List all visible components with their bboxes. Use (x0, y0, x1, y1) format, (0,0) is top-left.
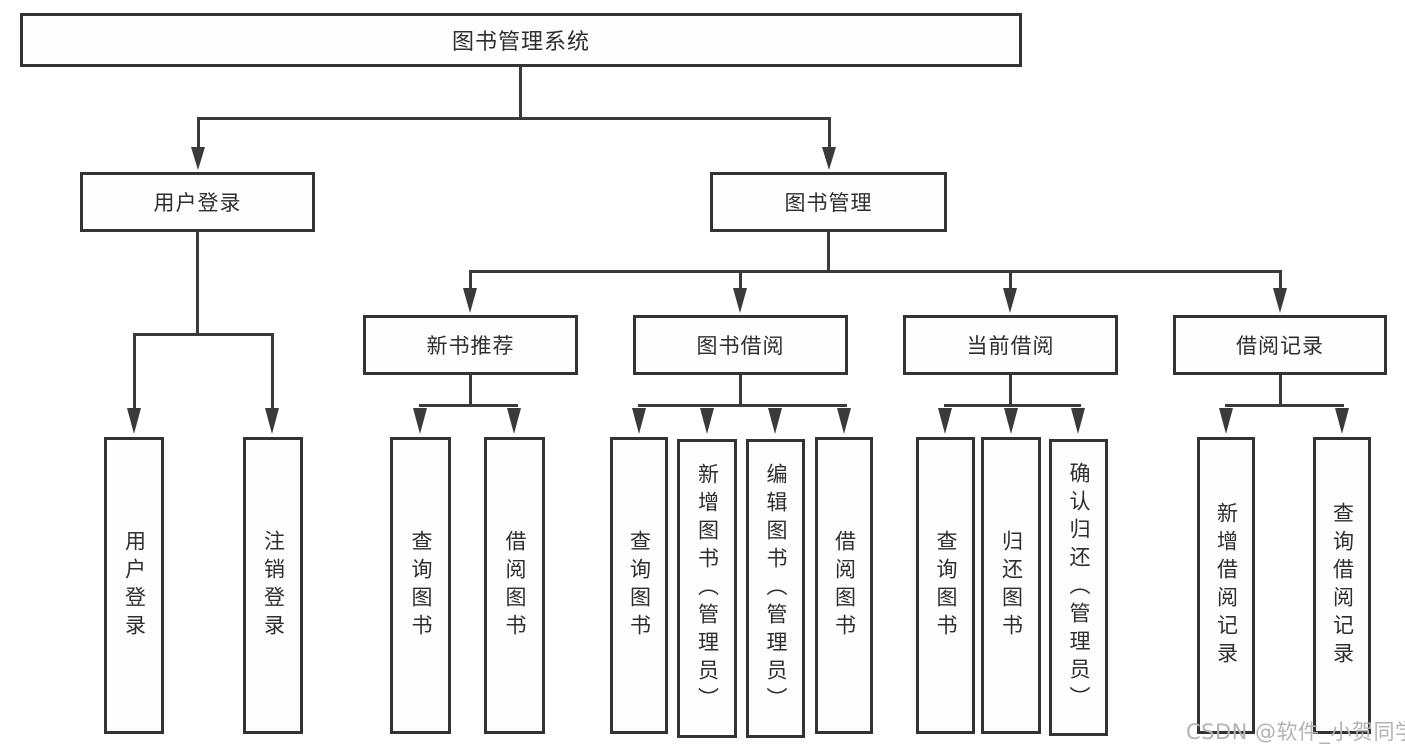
node-label: 新书推荐 (426, 334, 515, 358)
connector-line (944, 404, 1081, 407)
connector-line (1009, 272, 1012, 289)
connector-line (133, 333, 274, 336)
arrow-down-icon (507, 408, 521, 434)
node-label: 查询图书 (934, 529, 958, 642)
node-label: 确认归还（管理员） (1067, 461, 1091, 714)
connector-line (519, 67, 522, 119)
node-book-borrow: 图书借阅 (633, 315, 848, 375)
leaf-query-books-current: 查询图书 (916, 437, 975, 734)
connector-line (638, 404, 847, 407)
leaf-confirm-return-admin: 确认归还（管理员） (1049, 439, 1108, 736)
arrow-down-icon (632, 408, 646, 434)
node-label: 借阅图书 (503, 529, 527, 642)
connector-line (197, 117, 831, 120)
leaf-query-books-recommend: 查询图书 (390, 437, 451, 734)
connector-line (133, 336, 136, 410)
node-current-borrow: 当前借阅 (903, 315, 1118, 375)
node-label: 图书管理系统 (451, 30, 590, 55)
leaf-return-books: 归还图书 (981, 437, 1041, 734)
arrow-down-icon (1219, 408, 1233, 434)
arrow-down-icon (1004, 408, 1018, 434)
connector-line (739, 272, 742, 289)
node-label: 借阅记录 (1236, 334, 1324, 358)
node-label: 用户登录 (153, 191, 242, 215)
arrow-down-icon (837, 408, 851, 434)
leaf-query-borrow-record: 查询借阅记录 (1313, 437, 1371, 734)
csdn-watermark: CSDN @软件_小贺同学 (1186, 720, 1405, 744)
arrow-down-icon (1071, 408, 1085, 434)
arrow-down-icon (700, 408, 714, 434)
arrow-down-icon (191, 147, 205, 170)
connector-line (827, 232, 830, 272)
node-user-login: 用户登录 (80, 172, 315, 232)
node-label: 查询图书 (627, 529, 652, 642)
node-label: 用户登录 (122, 529, 147, 642)
leaf-add-books-admin: 新增图书（管理员） (677, 439, 737, 738)
leaf-add-borrow-record: 新增借阅记录 (1197, 437, 1255, 734)
node-label: 注销登录 (261, 529, 286, 642)
arrow-down-icon (265, 408, 279, 434)
arrow-down-icon (413, 408, 427, 434)
connector-line (1225, 404, 1344, 407)
arrow-down-icon (1273, 288, 1287, 313)
arrow-down-icon (733, 288, 747, 313)
connector-line (1279, 272, 1282, 289)
arrow-down-icon (768, 408, 782, 434)
connector-line (1279, 375, 1282, 407)
leaf-logout: 注销登录 (243, 437, 303, 734)
node-new-book-recommend: 新书推荐 (363, 315, 578, 375)
node-system-root: 图书管理系统 (20, 13, 1022, 67)
connector-line (469, 375, 472, 407)
node-book-management: 图书管理 (710, 172, 947, 232)
node-label: 新增图书（管理员） (695, 462, 720, 715)
leaf-borrow-books-borrow: 借阅图书 (815, 437, 873, 734)
leaf-edit-books-admin: 编辑图书（管理员） (746, 439, 805, 738)
node-label: 新增借阅记录 (1214, 501, 1239, 670)
arrow-down-icon (127, 408, 141, 434)
leaf-user-login: 用户登录 (104, 437, 164, 734)
arrow-down-icon (1003, 288, 1017, 313)
arrow-down-icon (463, 288, 477, 313)
node-label: 借阅图书 (832, 529, 857, 642)
connector-line (828, 119, 831, 150)
connector-line (469, 272, 472, 289)
node-label: 图书借阅 (696, 334, 785, 358)
connector-line (739, 375, 742, 407)
arrow-down-icon (1335, 408, 1349, 434)
node-label: 归还图书 (999, 529, 1024, 642)
connector-line (419, 404, 518, 407)
node-label: 查询图书 (409, 529, 433, 642)
connector-line (196, 232, 199, 336)
connector-line (271, 336, 274, 410)
node-borrow-records: 借阅记录 (1173, 315, 1387, 375)
connector-line (1009, 375, 1012, 407)
node-label: 当前借阅 (966, 334, 1055, 358)
connector-line (197, 119, 200, 150)
arrow-down-icon (822, 147, 836, 170)
connector-line (469, 270, 1282, 273)
node-label: 编辑图书（管理员） (764, 462, 788, 715)
node-label: 查询借阅记录 (1330, 501, 1355, 670)
leaf-query-books-borrow: 查询图书 (610, 437, 668, 734)
arrow-down-icon (938, 408, 952, 434)
leaf-borrow-books-recommend: 借阅图书 (484, 437, 545, 734)
node-label: 图书管理 (784, 191, 873, 215)
